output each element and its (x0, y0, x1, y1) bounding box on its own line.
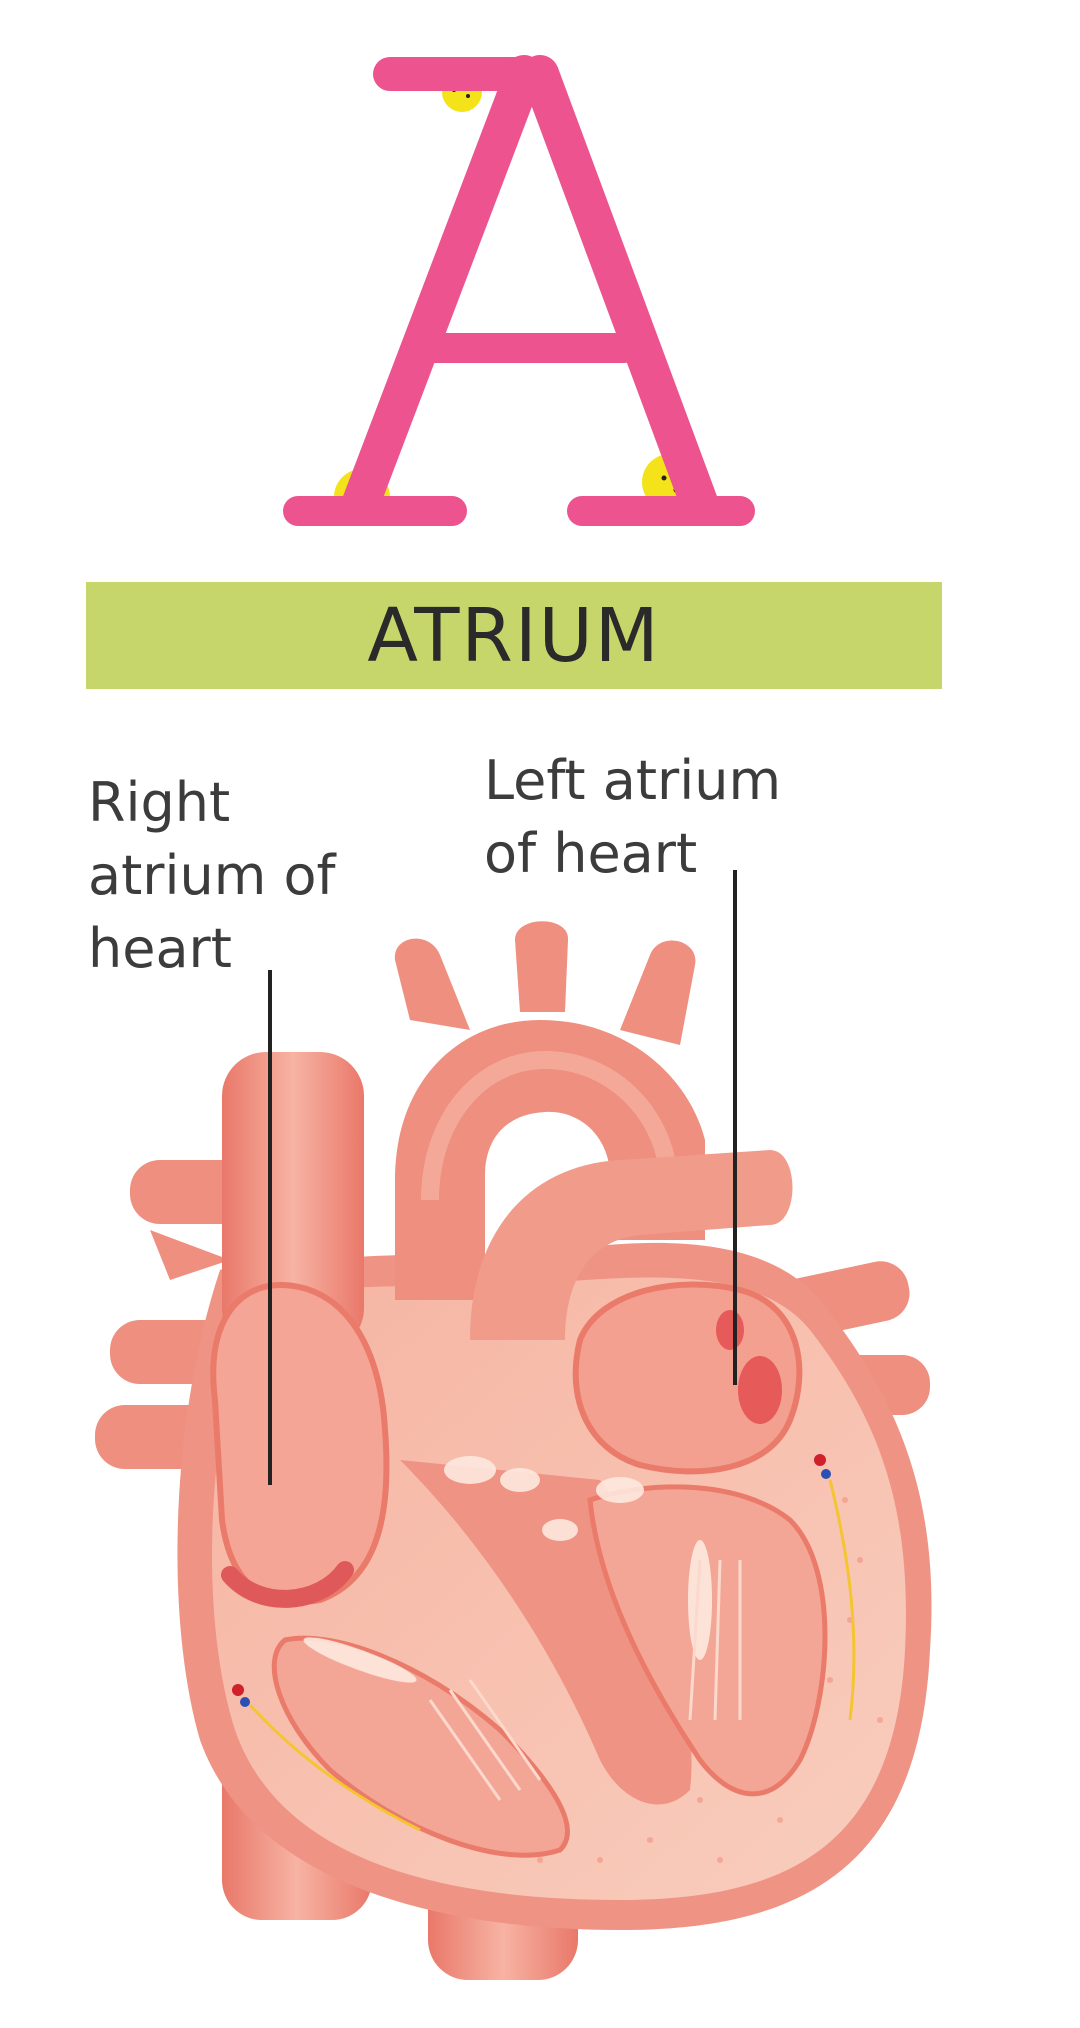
right-ventricle (271, 1635, 570, 1858)
superior-vena-cava (222, 1052, 364, 1352)
pulmonary-vein-opening-upper (716, 1310, 744, 1350)
pulmonary-vein-opening (738, 1356, 782, 1424)
right-atrium-label: Right atrium of heart (88, 771, 336, 980)
letter-a-graphic (283, 55, 755, 526)
chordae-tendineae (428, 1559, 742, 1801)
pulmonary-trunk (470, 1150, 793, 1340)
left-atrium-label: Left atrium of heart (484, 749, 782, 885)
heart-valves (303, 1456, 712, 1683)
title-banner: ATRIUM (86, 582, 942, 689)
banner-title: ATRIUM (367, 592, 661, 679)
tricuspid-valve-region (221, 1561, 354, 1608)
conduction-markers (232, 1454, 856, 1832)
letter-a-icon (283, 55, 755, 526)
right-atrium-chamber (210, 1281, 390, 1605)
